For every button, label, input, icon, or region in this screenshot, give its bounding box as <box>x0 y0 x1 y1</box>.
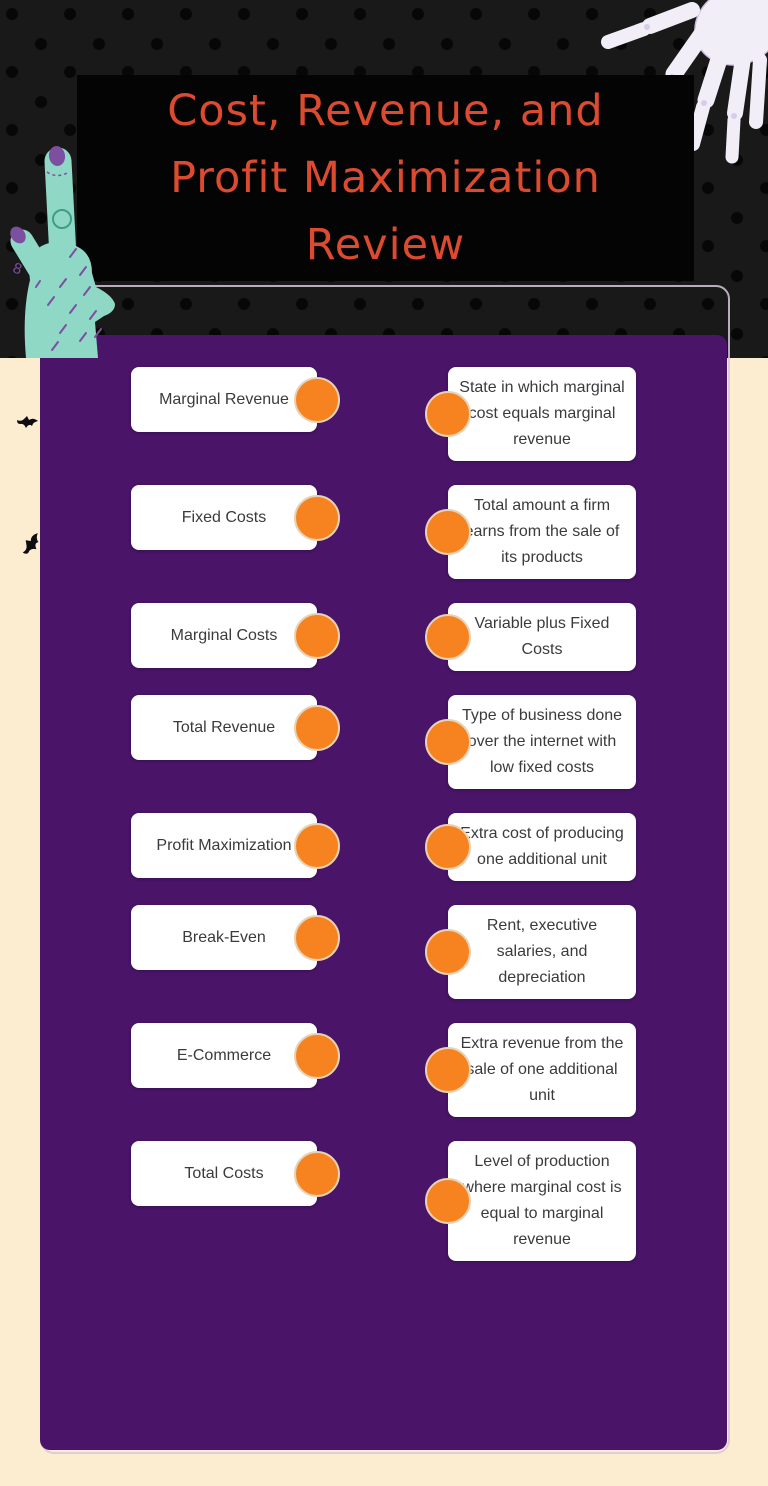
match-game-board: Marginal Revenue State in which marginal… <box>40 335 727 1450</box>
definition-card[interactable]: State in which marginal cost equals marg… <box>448 367 636 461</box>
bat-icon <box>17 416 38 428</box>
bat-icon <box>22 533 39 554</box>
connector-dot[interactable] <box>425 1178 471 1224</box>
connector-dot[interactable] <box>425 614 471 660</box>
match-row: Total Revenue Type of business done over… <box>131 695 636 789</box>
skeleton-hand-icon <box>601 0 768 164</box>
term-card[interactable]: Profit Maximization <box>131 813 317 878</box>
definition-card[interactable]: Total amount a firm earns from the sale … <box>448 485 636 579</box>
connector-dot[interactable] <box>294 494 340 541</box>
term-card[interactable]: Marginal Costs <box>131 603 317 668</box>
page-title: Cost, Revenue, and Profit Maximization R… <box>77 75 694 281</box>
title-line-1: Cost, Revenue, and <box>167 85 604 136</box>
definition-card[interactable]: Extra revenue from the sale of one addit… <box>448 1023 636 1117</box>
term-card[interactable]: Total Costs <box>131 1141 317 1206</box>
definition-card[interactable]: Rent, executive salaries, and depreciati… <box>448 905 636 999</box>
term-card[interactable]: Fixed Costs <box>131 485 317 550</box>
connector-dot[interactable] <box>294 822 340 869</box>
match-row: E-Commerce Extra revenue from the sale o… <box>131 1023 636 1117</box>
term-card[interactable]: Total Revenue <box>131 695 317 760</box>
connector-dot[interactable] <box>425 719 471 765</box>
match-row: Profit Maximization Extra cost of produc… <box>131 813 636 881</box>
definition-card[interactable]: Level of production where marginal cost … <box>448 1141 636 1261</box>
connector-dot[interactable] <box>425 1047 471 1093</box>
term-card[interactable]: E-Commerce <box>131 1023 317 1088</box>
connector-dot[interactable] <box>425 509 471 555</box>
connector-dot[interactable] <box>294 376 340 423</box>
svg-text:8: 8 <box>11 260 24 279</box>
connector-dot[interactable] <box>294 612 340 659</box>
connector-dot[interactable] <box>294 1032 340 1079</box>
connector-dot[interactable] <box>294 914 340 961</box>
zombie-hand-icon: 8 <box>10 146 116 358</box>
header-section: Cost, Revenue, and Profit Maximization R… <box>0 0 768 358</box>
title-line-3: Review <box>305 219 466 270</box>
connector-dot[interactable] <box>425 824 471 870</box>
term-card[interactable]: Marginal Revenue <box>131 367 317 432</box>
match-row: Break-Even Rent, executive salaries, and… <box>131 905 636 999</box>
connector-dot[interactable] <box>294 1150 340 1197</box>
term-card[interactable]: Break-Even <box>131 905 317 970</box>
title-line-2: Profit Maximization <box>170 152 601 203</box>
definition-card[interactable]: Extra cost of producing one additional u… <box>448 813 636 881</box>
match-row: Total Costs Level of production where ma… <box>131 1141 636 1261</box>
connector-dot[interactable] <box>294 704 340 751</box>
connector-dot[interactable] <box>425 391 471 437</box>
match-row: Marginal Revenue State in which marginal… <box>131 367 636 461</box>
match-row: Fixed Costs Total amount a firm earns fr… <box>131 485 636 579</box>
definition-card[interactable]: Variable plus Fixed Costs <box>448 603 636 671</box>
connector-dot[interactable] <box>425 929 471 975</box>
match-row: Marginal Costs Variable plus Fixed Costs <box>131 603 636 671</box>
definition-card[interactable]: Type of business done over the internet … <box>448 695 636 789</box>
